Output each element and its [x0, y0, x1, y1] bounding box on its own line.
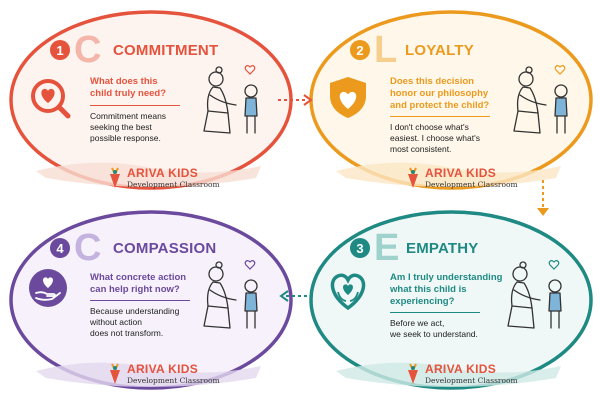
brand-subtitle: Development Classroom [127, 376, 220, 385]
step-number-badge: 3 [350, 238, 370, 258]
card-border [309, 10, 593, 190]
brand-subtitle: Development Classroom [425, 180, 518, 189]
heart-magnifier-icon [31, 79, 71, 119]
card-title: EMPATHY [406, 240, 479, 257]
teacher-child-illustration [203, 260, 258, 329]
card-title: COMPASSION [113, 240, 217, 257]
brand-logo-icon [408, 167, 418, 188]
acronym-letter: L [374, 29, 398, 71]
divider [390, 116, 490, 117]
step-number-badge: 4 [50, 238, 70, 258]
card-border [309, 210, 593, 390]
teacher-child-illustration [203, 65, 258, 134]
brand-name: ARIVA KIDS [425, 362, 497, 376]
brand-logo-icon [110, 167, 120, 188]
teacher-child-illustration [507, 260, 562, 329]
heart-hand-icon [29, 269, 67, 307]
step-number-badge: 2 [350, 40, 370, 60]
brand-logo-icon [110, 363, 120, 384]
divider [390, 312, 480, 313]
acronym-letter: C [74, 227, 102, 269]
card-title: COMMITMENT [113, 42, 219, 59]
card-description: Before we act,we seek to understand. [390, 318, 478, 339]
teacher-child-illustration [513, 65, 568, 134]
divider [90, 105, 180, 106]
brand-subtitle: Development Classroom [425, 376, 518, 385]
heart-hands-icon [330, 273, 366, 311]
arrow-down-icon [537, 180, 549, 216]
divider [90, 300, 190, 301]
heart-shield-icon [330, 77, 366, 118]
acronym-letter: C [74, 29, 102, 71]
brand-logo-icon [408, 363, 418, 384]
step-number-badge: 1 [50, 40, 70, 60]
brand-subtitle: Development Classroom [127, 180, 220, 189]
acronym-letter: E [374, 227, 400, 269]
brand-name: ARIVA KIDS [425, 166, 497, 180]
brand-name: ARIVA KIDS [127, 166, 199, 180]
arrow-right-icon [278, 94, 313, 106]
arrow-left-icon [279, 290, 314, 302]
brand-name: ARIVA KIDS [127, 362, 199, 376]
card-title: LOYALTY [405, 42, 474, 59]
